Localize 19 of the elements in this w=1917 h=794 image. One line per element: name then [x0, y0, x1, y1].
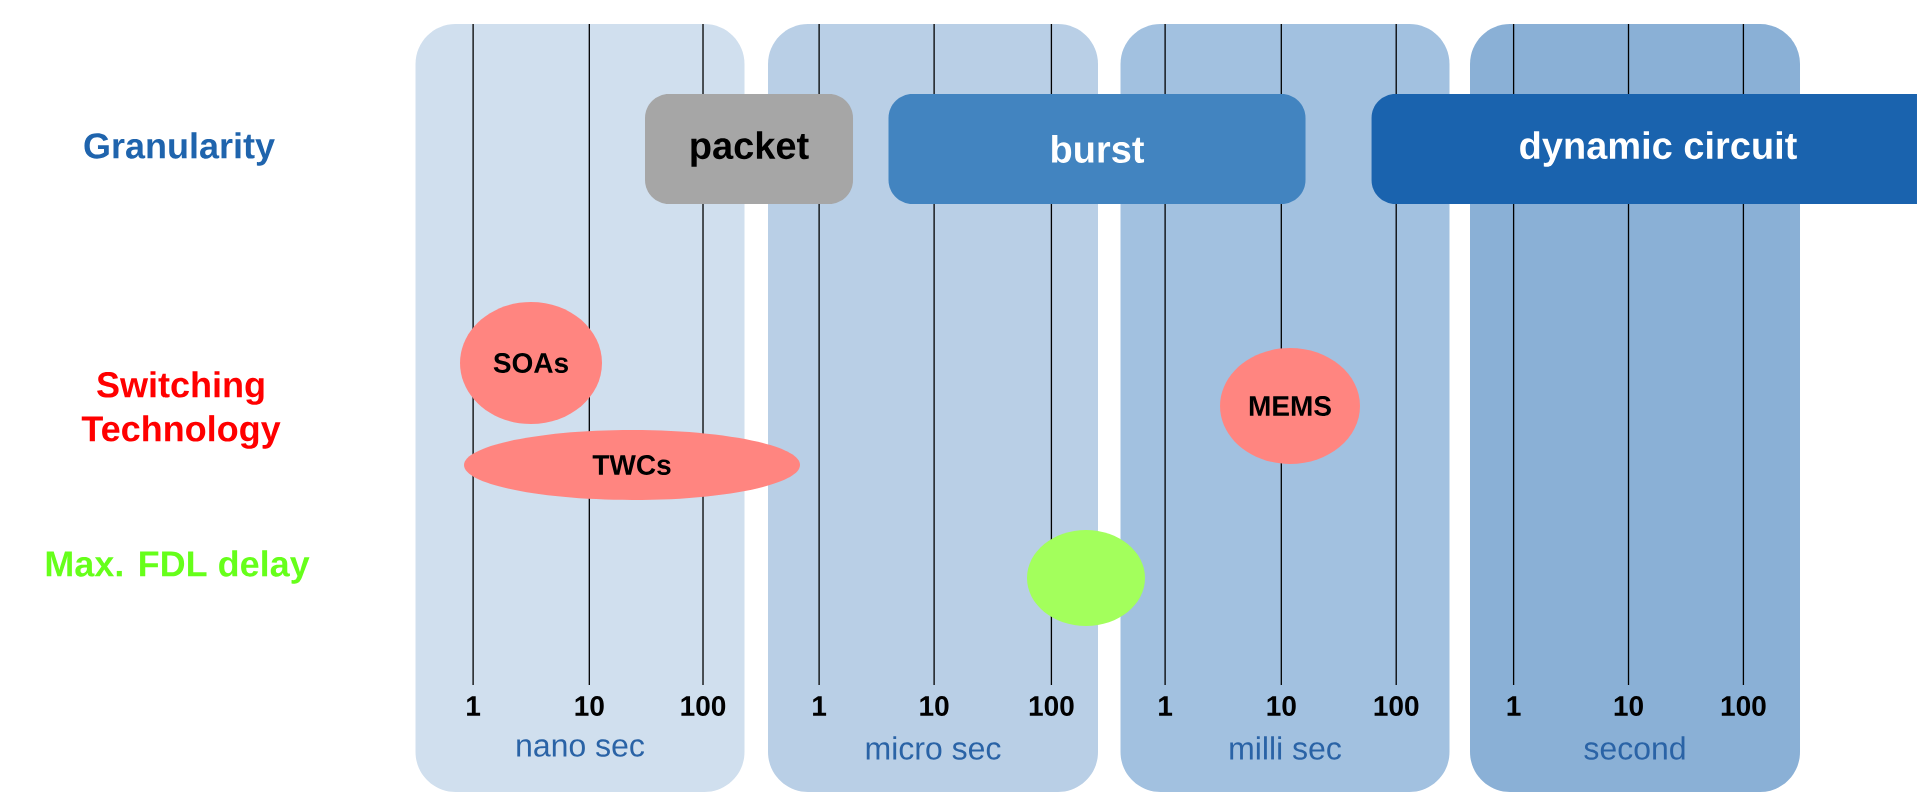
row-label: Max. FDL delay — [46, 550, 310, 584]
tick-label: 100 — [1029, 696, 1074, 716]
granularity-box: packet — [645, 94, 853, 204]
tick-label: 1 — [1507, 696, 1521, 716]
granularity-box: dynamic circuit — [1371, 94, 1917, 204]
tick-label: 10 — [575, 696, 604, 716]
delay-ellipse — [1027, 530, 1145, 626]
tick-label: 100 — [1374, 696, 1419, 716]
tick-label: 100 — [681, 696, 726, 716]
tick-label: 10 — [1614, 696, 1643, 716]
tick-label: 10 — [1267, 696, 1296, 716]
tick-label: 1 — [813, 696, 827, 716]
tick-label: 1 — [1159, 696, 1173, 716]
row-label: Switching Technology — [81, 371, 281, 449]
granularity-box: burst — [888, 94, 1306, 204]
tick-label: 10 — [920, 696, 949, 716]
tick-label: 1 — [467, 696, 481, 716]
tick-label: 100 — [1721, 696, 1766, 716]
row-label: Granularity — [84, 132, 275, 166]
